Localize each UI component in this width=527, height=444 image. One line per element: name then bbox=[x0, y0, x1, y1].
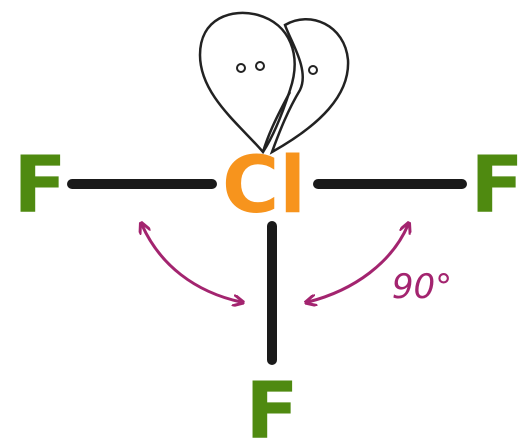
ligand-atom-left: F bbox=[13, 141, 66, 231]
angle-arrow-right bbox=[308, 225, 408, 302]
ligand-atom-bottom: F bbox=[245, 367, 298, 444]
ligand-atom-right: F bbox=[470, 141, 523, 231]
central-atom: Cl bbox=[222, 141, 306, 231]
angle-arrow-left bbox=[142, 225, 241, 302]
lone-pair-lobe-right bbox=[261, 17, 350, 155]
lone-pair-electrons-right bbox=[308, 65, 318, 75]
bond-angle-label: 90° bbox=[392, 267, 452, 307]
lone-pair-lobe-left bbox=[198, 11, 296, 155]
lone-pair-electrons-left bbox=[236, 61, 265, 73]
